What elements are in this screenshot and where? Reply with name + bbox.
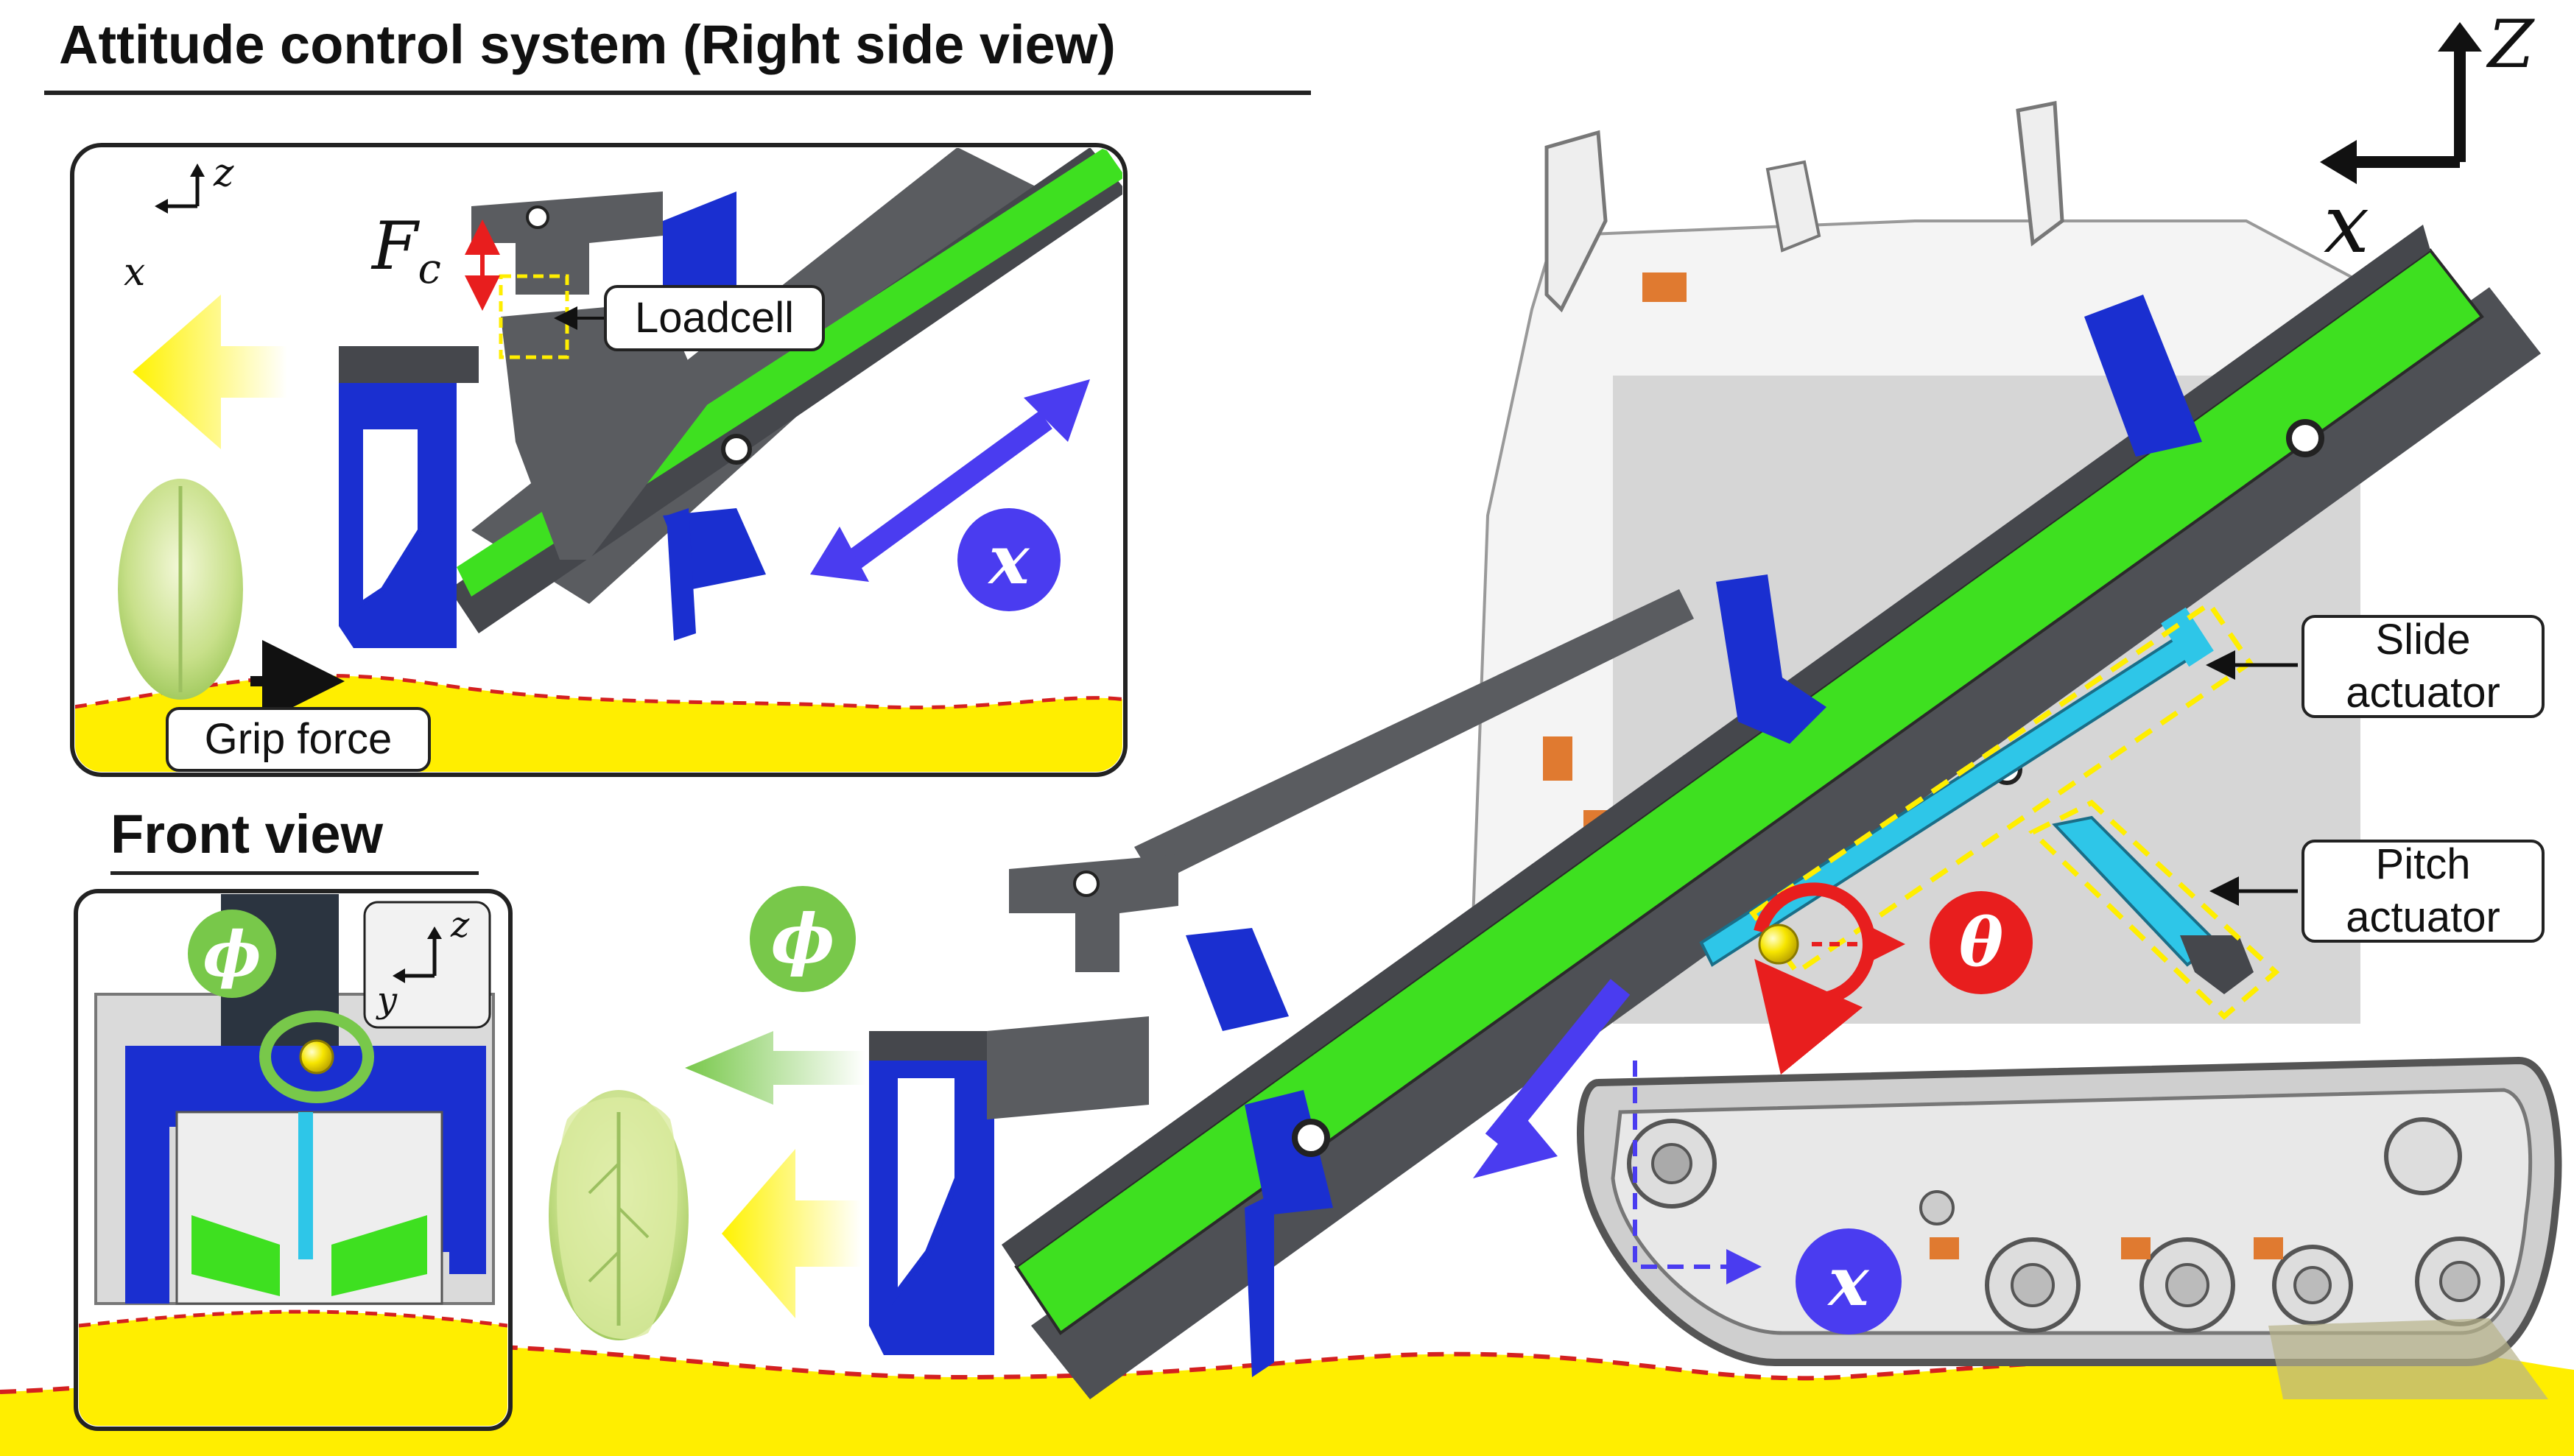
front-view-underline <box>110 871 479 875</box>
axis-y-front: y <box>377 980 398 1021</box>
actuator-highlights <box>1748 600 2280 1020</box>
phi-symbol-front: ϕ <box>203 917 261 991</box>
yellow-arrow-main <box>722 1149 862 1318</box>
theta-rotation <box>1754 882 2033 1075</box>
x-badge-main <box>1796 1228 1902 1334</box>
x-motion-main <box>1473 979 1902 1334</box>
inset-side <box>70 143 1128 777</box>
axis-z-global: Z <box>2488 6 2534 83</box>
global-axis <box>2320 22 2482 184</box>
x-badge-inset <box>957 508 1061 611</box>
theta-badge <box>1930 891 2033 994</box>
inset-front <box>74 889 513 1431</box>
axis-z-inset: z <box>214 151 234 195</box>
axis-z-front: z <box>451 904 470 946</box>
pitch-actuator-label: Pitch actuator <box>2302 840 2545 943</box>
theta-symbol: θ <box>1958 904 2004 982</box>
phi-motion-main <box>685 886 865 1105</box>
phi-symbol-main: ϕ <box>770 899 835 979</box>
leader-lines <box>2206 650 2298 906</box>
cabbage-main <box>549 1090 689 1340</box>
grip-force-label: Grip force <box>166 707 431 772</box>
x-symbol-inset: x <box>988 520 1030 599</box>
phi-badge-main <box>750 886 856 992</box>
axis-x-global: x <box>2324 177 2370 271</box>
slide-actuator-label: Slide actuator <box>2302 615 2545 718</box>
front-view-title: Front view <box>110 803 384 865</box>
axis-x-inset: x <box>124 250 146 295</box>
x-symbol-main: x <box>1828 1242 1869 1321</box>
main-frame <box>869 225 2541 1399</box>
force-symbol: Fc <box>372 208 441 293</box>
title-underline <box>44 91 1311 95</box>
phi-badge-front <box>188 910 276 998</box>
page-title: Attitude control system (Right side view… <box>59 14 1116 75</box>
loadcell-label: Loadcell <box>604 285 825 351</box>
